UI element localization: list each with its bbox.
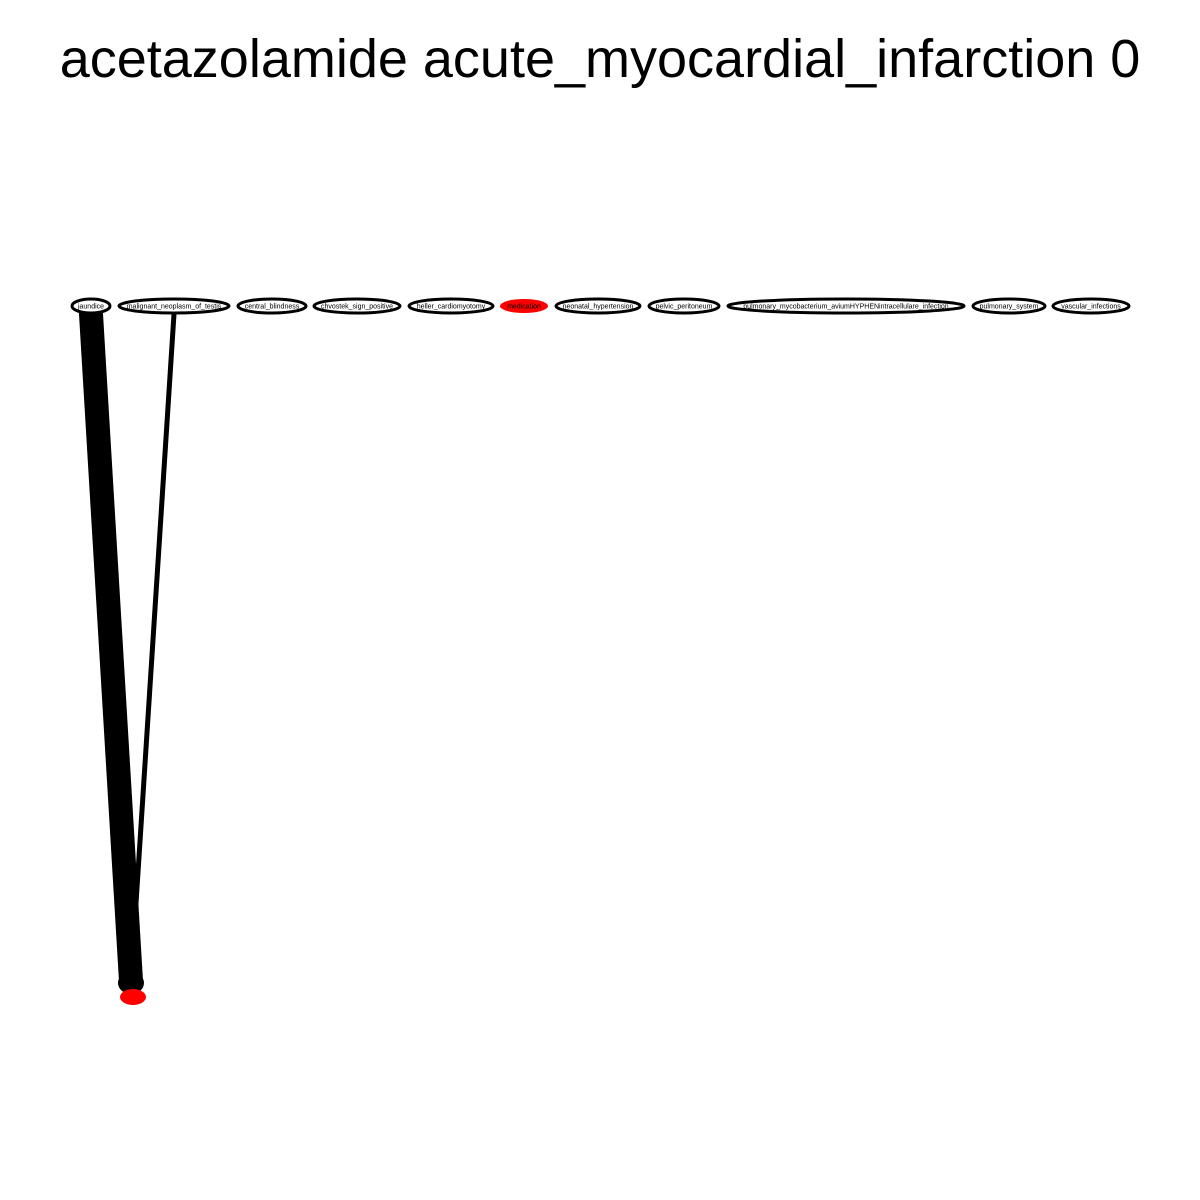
node-shape — [70, 297, 112, 315]
graph-node-11 — [120, 989, 146, 1005]
node-shape — [236, 297, 308, 315]
node-label: medication — [507, 304, 541, 311]
node-layer: jaundice malignant_neoplasm_of_testis cent… — [70, 297, 1131, 1005]
node-label: malignant_neoplasm_of_testis — [127, 304, 222, 311]
node-label: pelvic_peritoneum — [656, 304, 713, 311]
node-shape — [117, 297, 231, 315]
node-label: jaundice — [77, 304, 104, 311]
edge-layer — [79, 302, 177, 994]
node-shape — [554, 297, 642, 315]
graph-node-5: medication — [500, 299, 548, 313]
node-label: chvostek_sign_positive — [321, 304, 393, 311]
graph-node-3: chvostek_sign_positive — [312, 297, 402, 315]
node-shape — [120, 989, 146, 1005]
graph-node-7: pelvic_peritoneum — [647, 297, 721, 315]
node-label: vascular_infections — [1061, 304, 1121, 311]
node-shape — [726, 297, 966, 315]
graph-node-6: neonatal_hypertension — [554, 297, 642, 315]
node-label: pulmonary_system — [980, 304, 1039, 311]
node-label: neonatal_hypertension — [563, 304, 634, 311]
graph-title: acetazolamide acute_myocardial_infarctio… — [59, 29, 1141, 89]
node-shape — [971, 297, 1047, 315]
node-shape — [500, 299, 548, 313]
graph-node-0: jaundice — [70, 297, 112, 315]
graph-node-4: heller_cardiomyotomy — [407, 297, 495, 315]
graph-edge-0 — [79, 302, 143, 993]
node-label: heller_cardiomyotomy — [417, 304, 486, 311]
node-shape — [1051, 297, 1131, 315]
graph-node-10: vascular_infections — [1051, 297, 1131, 315]
edge-arrowhead — [118, 972, 144, 994]
graph-node-2: central_blindness — [236, 297, 308, 315]
node-shape — [647, 297, 721, 315]
graph-edge-1 — [128, 311, 177, 984]
node-shape — [312, 297, 402, 315]
graph-node-8: pulmonary_mycobacterium_aviumHYPHENintra… — [726, 297, 966, 315]
node-shape — [407, 297, 495, 315]
graph-node-1: malignant_neoplasm_of_testis — [117, 297, 231, 315]
node-label: central_blindness — [245, 304, 300, 311]
node-label: pulmonary_mycobacterium_aviumHYPHENintra… — [743, 304, 949, 311]
graph-node-9: pulmonary_system — [971, 297, 1047, 315]
